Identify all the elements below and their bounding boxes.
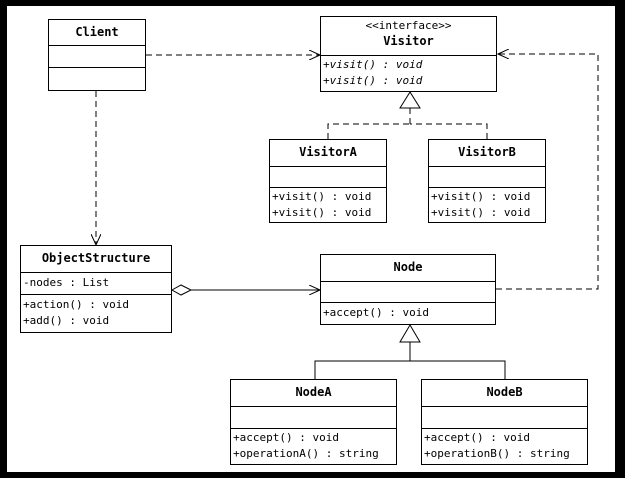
class-visitor: <<interface>> Visitor +visit() : void +v… xyxy=(320,16,497,92)
class-visitora: VisitorA +visit() : void +visit() : void xyxy=(269,139,387,223)
class-node-header: Node xyxy=(321,255,495,281)
class-visitor-methods: +visit() : void +visit() : void xyxy=(321,55,496,91)
method-row: +visit() : void xyxy=(323,74,423,87)
realization-triangle xyxy=(399,91,421,109)
class-visitorb: VisitorB +visit() : void +visit() : void xyxy=(428,139,546,223)
class-client: Client xyxy=(48,19,146,91)
generalization-triangle xyxy=(399,324,421,343)
class-nodea-methods: +accept() : void +operationA() : string xyxy=(231,428,396,464)
class-visitor-header: <<interface>> Visitor xyxy=(321,17,496,55)
class-nodeb-methods: +accept() : void +operationB() : string xyxy=(422,428,587,464)
method-row: +accept() : void xyxy=(233,431,339,444)
class-visitora-header: VisitorA xyxy=(270,140,386,166)
class-name: NodeA xyxy=(295,385,332,399)
class-name: NodeB xyxy=(486,385,523,399)
method-row: +visit() : void xyxy=(272,190,372,203)
class-objectstructure-attributes: -nodes : List xyxy=(21,272,171,294)
class-name: Node xyxy=(393,260,423,274)
attribute-row: -nodes : List xyxy=(23,276,110,289)
class-nodeb-attributes xyxy=(422,406,587,428)
method-row: +operationB() : string xyxy=(424,447,570,460)
generalization-nodeb xyxy=(410,360,506,379)
method-row: +visit() : void xyxy=(431,206,531,219)
class-name: ObjectStructure xyxy=(41,251,151,265)
class-nodea-header: NodeA xyxy=(231,380,396,406)
class-visitora-methods: +visit() : void +visit() : void xyxy=(270,187,386,224)
class-node: Node +accept() : void xyxy=(320,254,496,325)
class-name: Client xyxy=(75,25,119,39)
class-name: Visitor xyxy=(383,34,434,48)
class-objectstructure-methods: +action() : void +add() : void xyxy=(21,294,171,332)
dependency-node-visitor xyxy=(496,54,599,290)
generalization-nodea xyxy=(314,360,410,379)
class-client-attributes xyxy=(49,45,145,67)
class-name: VisitorA xyxy=(299,145,357,159)
class-node-methods: +accept() : void xyxy=(321,302,495,324)
class-visitorb-attributes xyxy=(429,166,545,187)
method-row: +add() : void xyxy=(23,314,110,327)
method-row: +accept() : void xyxy=(323,306,429,319)
class-visitorb-header: VisitorB xyxy=(429,140,545,166)
class-objectstructure-header: ObjectStructure xyxy=(21,246,171,272)
class-nodea-attributes xyxy=(231,406,396,428)
realization-visitorb xyxy=(410,123,488,139)
class-visitora-attributes xyxy=(270,166,386,187)
method-row: +visit() : void xyxy=(431,190,531,203)
class-node-attributes xyxy=(321,281,495,302)
method-row: +visit() : void xyxy=(272,206,372,219)
class-nodeb-header: NodeB xyxy=(422,380,587,406)
method-row: +operationA() : string xyxy=(233,447,379,460)
method-row: +action() : void xyxy=(23,298,129,311)
class-nodeb: NodeB +accept() : void +operationB() : s… xyxy=(421,379,588,465)
method-row: +visit() : void xyxy=(323,58,423,71)
class-visitorb-methods: +visit() : void +visit() : void xyxy=(429,187,545,224)
class-client-header: Client xyxy=(49,20,145,45)
class-objectstructure: ObjectStructure -nodes : List +action() … xyxy=(20,245,172,333)
method-row: +accept() : void xyxy=(424,431,530,444)
stereotype-label: <<interface>> xyxy=(365,19,452,32)
class-name: VisitorB xyxy=(458,145,516,159)
aggregation-diamond xyxy=(170,284,193,296)
realization-visitora xyxy=(327,123,410,139)
class-client-methods xyxy=(49,67,145,90)
class-nodea: NodeA +accept() : void +operationA() : s… xyxy=(230,379,397,465)
